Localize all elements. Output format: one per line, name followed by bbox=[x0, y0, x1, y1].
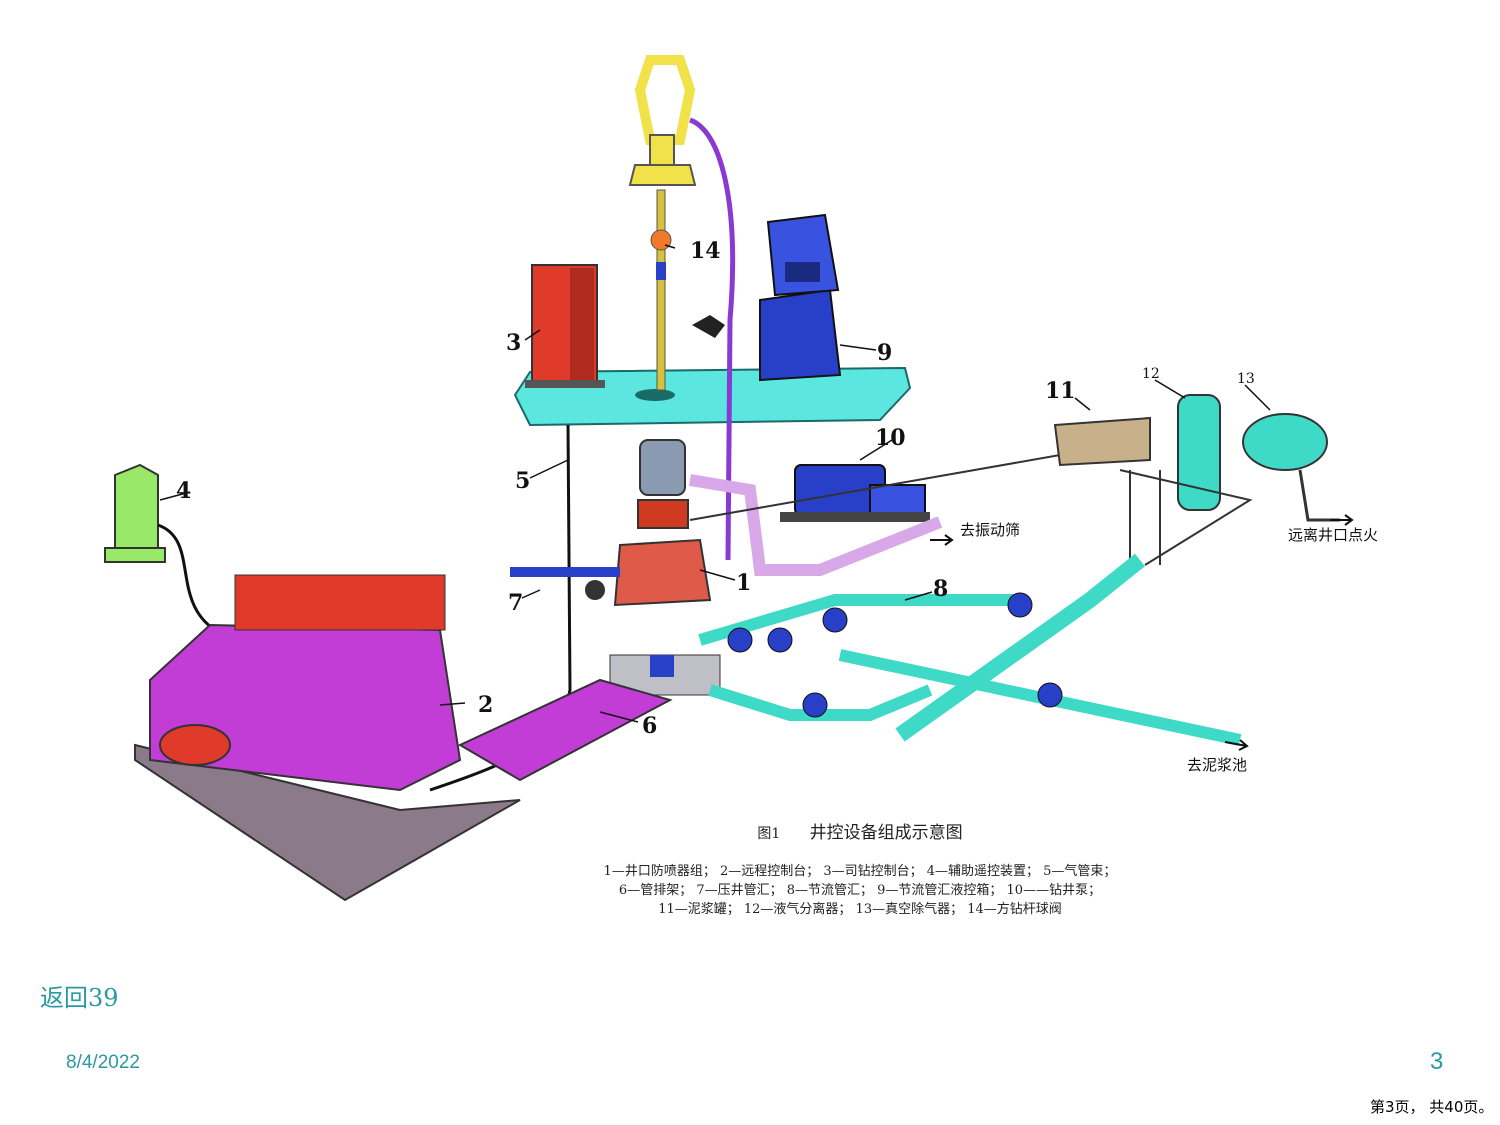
back-link[interactable]: 返回39 bbox=[40, 984, 119, 1012]
page-counter: 第3页， 共40页。 bbox=[1370, 1098, 1494, 1116]
dest-shaker: 去振动筛 bbox=[960, 521, 1020, 539]
legend-line-2: 6—管排架； 7—压井管汇； 8—节流管汇； 9—节流管汇液控箱； 10——钻井… bbox=[618, 883, 1102, 898]
accumulator-row bbox=[234, 574, 446, 631]
kelly bbox=[656, 189, 666, 391]
kill-manifold-valve bbox=[585, 580, 605, 600]
hook-bail bbox=[634, 55, 696, 145]
label-10: 10 bbox=[875, 425, 906, 451]
choke-valve-6 bbox=[1007, 592, 1033, 618]
flow-line bbox=[689, 454, 1061, 521]
aux-remote-cable bbox=[157, 523, 216, 632]
vacuum-degasser bbox=[1242, 413, 1328, 471]
label-12: 12 bbox=[1142, 366, 1160, 382]
choke-valve-2 bbox=[767, 627, 793, 653]
pipe-rack bbox=[457, 678, 673, 782]
arrow-to-shaker bbox=[930, 534, 954, 546]
degasser-vent bbox=[1298, 469, 1340, 522]
figure-legend: 1—井口防喷器组； 2—远程控制台； 3—司钻控制台； 4—辅助遥控装置； 5—… bbox=[500, 862, 1220, 919]
choke-valve-5 bbox=[1037, 682, 1063, 708]
bop-ram-red bbox=[637, 499, 689, 529]
remote-motor bbox=[159, 724, 231, 766]
mud-pump-end bbox=[869, 484, 926, 516]
leader-lines bbox=[159, 244, 1271, 723]
swivel-body bbox=[628, 164, 697, 186]
figure-title-text: 井控设备组成示意图 bbox=[809, 823, 963, 843]
separator-riser bbox=[895, 553, 1145, 742]
well-control-diagram: 1 2 3 4 5 6 7 8 9 10 11 12 13 14 去振动筛 远离… bbox=[104, 55, 1378, 902]
kelly-hose bbox=[689, 117, 736, 561]
bop-wellhead-blue bbox=[650, 655, 674, 677]
slide-number: 3 bbox=[1430, 1048, 1444, 1075]
choke-manifold-main bbox=[698, 594, 1020, 646]
label-5: 5 bbox=[515, 468, 530, 494]
choke-valve-3 bbox=[822, 607, 848, 633]
label-2: 2 bbox=[478, 692, 493, 718]
dest-ignite: 远离井口点火 bbox=[1288, 526, 1378, 544]
aux-remote-base bbox=[104, 547, 166, 563]
separator-frame bbox=[1119, 469, 1253, 566]
aux-remote-panel bbox=[114, 463, 159, 556]
figure-title: 图1 井控设备组成示意图 bbox=[500, 818, 1220, 843]
choke-control-screen bbox=[785, 262, 820, 282]
choke-gauge bbox=[692, 315, 725, 338]
bop-ram-block bbox=[613, 538, 712, 607]
choke-manifold-lower bbox=[708, 684, 933, 721]
legend-line-3: 11—泥浆罐； 12—液气分离器； 13—真空除气器； 14—方钻杆球阀 bbox=[658, 902, 1062, 917]
choke-control-top bbox=[766, 213, 840, 297]
choke-valve-4 bbox=[802, 692, 828, 718]
gas-separator bbox=[1177, 394, 1221, 511]
drillers-console-base bbox=[525, 380, 605, 388]
label-13: 13 bbox=[1237, 371, 1255, 387]
arrow-to-ignite bbox=[1330, 514, 1354, 526]
label-3: 3 bbox=[506, 330, 521, 356]
bop-annular bbox=[639, 439, 686, 496]
label-6: 6 bbox=[642, 713, 657, 739]
mud-pump-skid bbox=[780, 512, 930, 522]
label-14: 14 bbox=[690, 238, 721, 264]
rotary-table-hole bbox=[635, 389, 675, 401]
mud-tank bbox=[1053, 416, 1151, 467]
choke-valve-1 bbox=[727, 627, 753, 653]
slide-date: 8/4/2022 bbox=[66, 1052, 140, 1073]
label-11: 11 bbox=[1045, 378, 1076, 404]
label-9: 9 bbox=[877, 340, 892, 366]
dest-mud-pit: 去泥浆池 bbox=[1187, 756, 1247, 774]
drillers-console-side bbox=[570, 268, 594, 380]
drill-floor-platform bbox=[513, 366, 912, 427]
choke-control-box bbox=[759, 288, 842, 382]
remote-control-skid bbox=[134, 743, 521, 902]
label-7: 7 bbox=[508, 590, 523, 616]
arrow-to-mud-pit bbox=[1224, 739, 1249, 751]
label-8: 8 bbox=[933, 576, 948, 602]
swivel-top bbox=[649, 134, 675, 166]
pump-discharge-line bbox=[689, 474, 943, 576]
legend-line-1: 1—井口防喷器组； 2—远程控制台； 3—司钻控制台； 4—辅助遥控装置； 5—… bbox=[603, 864, 1117, 879]
label-4: 4 bbox=[176, 478, 191, 504]
figure-number: 图1 bbox=[757, 826, 781, 842]
kelly-ball-valve bbox=[650, 229, 672, 251]
kelly-blue-sub bbox=[656, 262, 666, 280]
label-1: 1 bbox=[736, 570, 751, 596]
